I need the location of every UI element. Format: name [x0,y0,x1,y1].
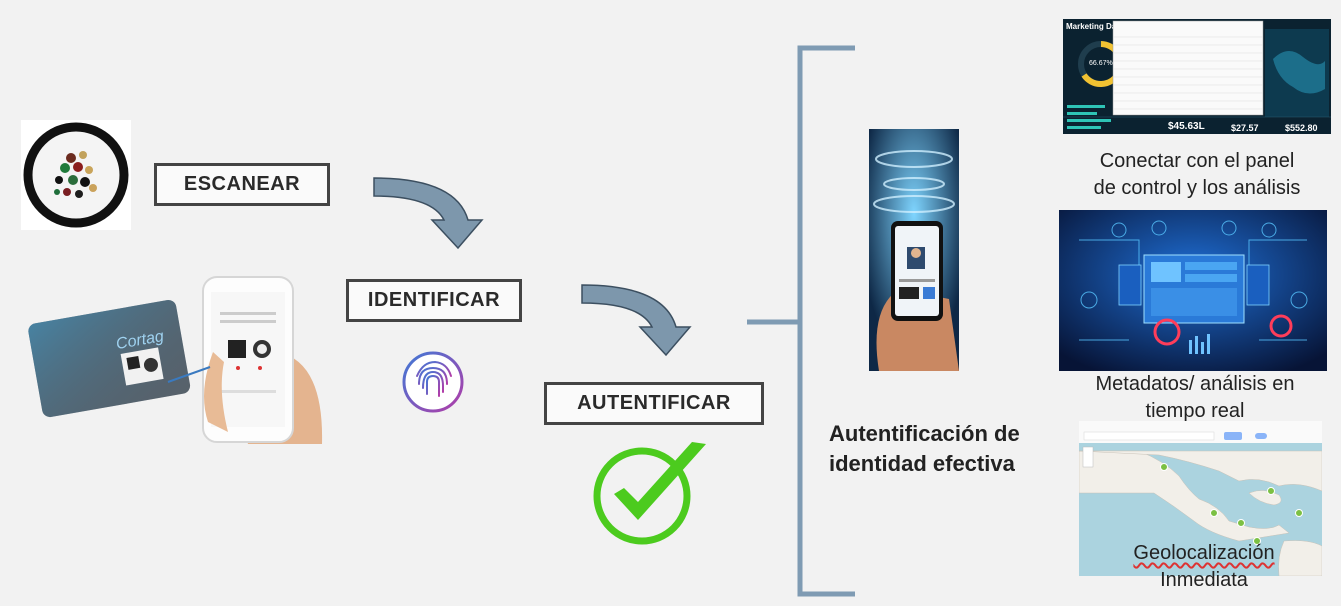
sensor-dots-image [21,120,131,230]
map-image [1079,421,1322,576]
center-label: Autentificación de identidad efectiva [829,419,1059,479]
step-identify-box: IDENTIFICAR [346,279,522,322]
outcome-bracket [747,45,855,597]
step-scan-box: ESCANEAR [154,163,330,206]
curved-arrow-2 [581,284,692,357]
dashboard-stat-2: $27.57 [1231,123,1259,133]
identity-phone-image [869,129,959,371]
dashboard-stat-3: $552.80 [1285,123,1318,133]
caption-dashboard-line1: Conectar con el panel [1099,150,1295,172]
step-identify-label: IDENTIFICAR [367,289,501,311]
dashboard-title: Marketing Dashb [1066,22,1131,31]
center-label-line2: identidad efectiva [829,451,1015,476]
caption-metadata-line1: Metadatos/ análisis en [1095,373,1295,395]
caption-geo: Geolocalización Inmediata [1070,540,1338,594]
analytics-image [1059,210,1327,371]
caption-geo-line1: Geolocalización [1070,540,1338,567]
caption-metadata: Metadatos/ análisis en tiempo real [1061,371,1329,425]
center-label-line1: Autentificación de [829,421,1020,446]
step-scan-label: ESCANEAR [183,173,301,195]
caption-dashboard: Conectar con el panel de control y los a… [1063,148,1331,202]
card-and-phone-image: Cortag [28,272,328,444]
caption-metadata-line2: tiempo real [1145,400,1245,422]
dashboard-stat-1: $45.63L [1168,121,1205,132]
step-authenticate-box: AUTENTIFICAR [544,382,764,425]
step-authenticate-label: AUTENTIFICAR [577,392,731,414]
dashboard-screenshot: Marketing Dashb 66.67% $45.63L $27.57 $5… [1063,19,1331,134]
curved-arrow-1 [373,177,484,250]
caption-geo-line2: Inmediata [1160,569,1248,591]
dashboard-gauge-value: 66.67% [1089,60,1113,67]
caption-dashboard-line2: de control y los análisis [1093,177,1301,199]
fingerprint-icon [402,351,464,413]
caption-geo-line1-text: Geolocalización [1133,542,1275,564]
checkmark-icon [593,442,706,545]
